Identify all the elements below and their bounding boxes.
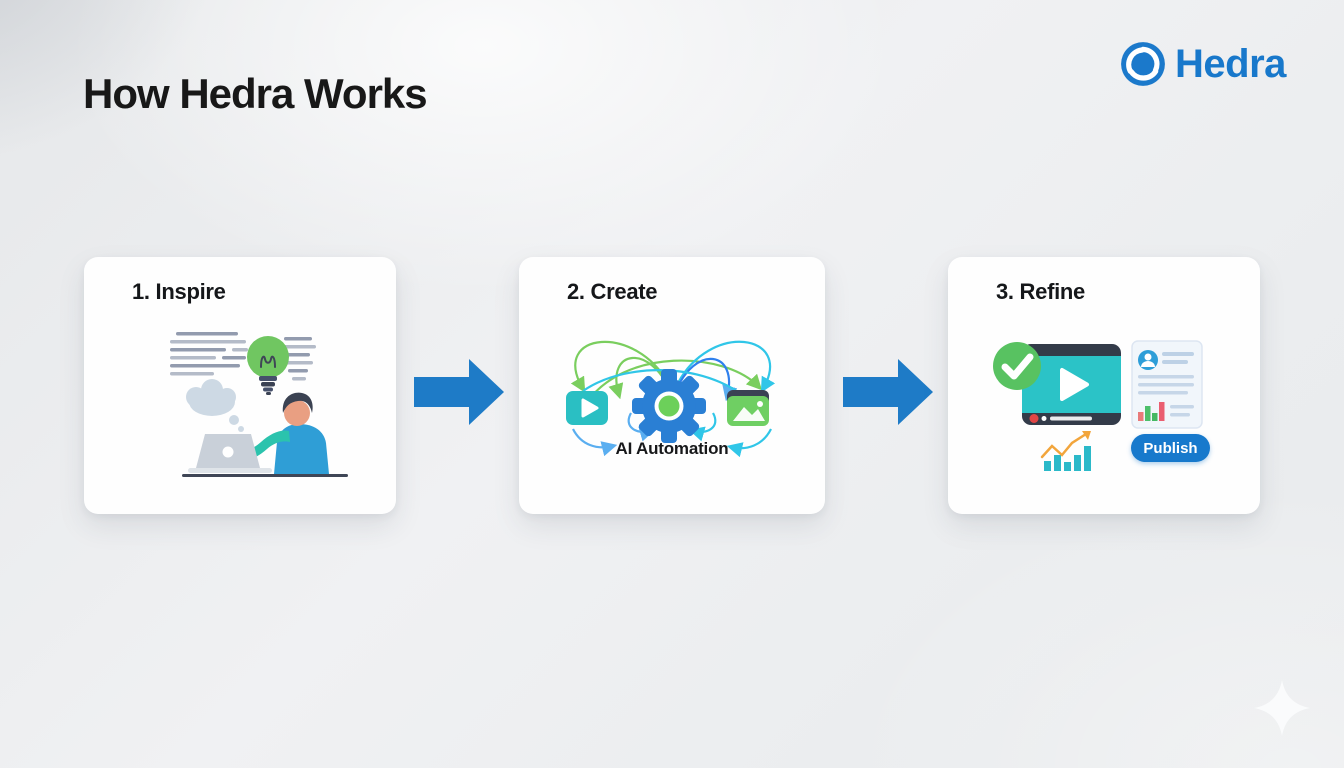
progress-bar: [1050, 416, 1092, 421]
step-title-refine: 3. Refine: [996, 279, 1085, 304]
step-title-inspire: 1. Inspire: [132, 279, 226, 304]
laptop-icon: [182, 434, 348, 477]
text-lines-right: [280, 337, 316, 381]
publish-button[interactable]: Publish: [1131, 434, 1210, 462]
video-icon: [566, 391, 608, 425]
refine-illustration: [993, 340, 1203, 471]
step-card-refine: 3. Refine: [948, 257, 1260, 514]
hedra-pinwheel-icon: [1121, 42, 1165, 86]
thought-bubble-icon: [186, 379, 244, 432]
image-icon: [727, 390, 769, 426]
text-lines-left: [170, 332, 248, 376]
record-dot-icon: [1029, 414, 1039, 423]
ai-automation-caption: AI Automation: [615, 439, 729, 458]
gear-icon: [632, 369, 706, 443]
step-card-inspire: 1. Inspire: [84, 257, 396, 514]
inspire-illustration: [170, 332, 348, 477]
brand-name: Hedra: [1175, 41, 1286, 86]
mini-bar-chart-icon: [1138, 402, 1165, 421]
step-card-create: 2. Create: [519, 257, 825, 514]
arrow-right-icon: [843, 359, 933, 425]
swirl-arrows: [570, 340, 776, 458]
arrow-right-icon: [414, 359, 504, 425]
lightbulb-icon: [247, 336, 289, 395]
brand-logo: Hedra: [1119, 40, 1286, 88]
page-title: How Hedra Works: [83, 70, 428, 117]
analytics-icon: [1040, 431, 1091, 471]
sparkle-icon: [1254, 680, 1310, 736]
report-icon: [1131, 340, 1203, 429]
check-icon: [993, 342, 1041, 390]
step-title-create: 2. Create: [567, 279, 658, 304]
create-illustration: [566, 340, 776, 458]
desk-line: [182, 474, 348, 477]
